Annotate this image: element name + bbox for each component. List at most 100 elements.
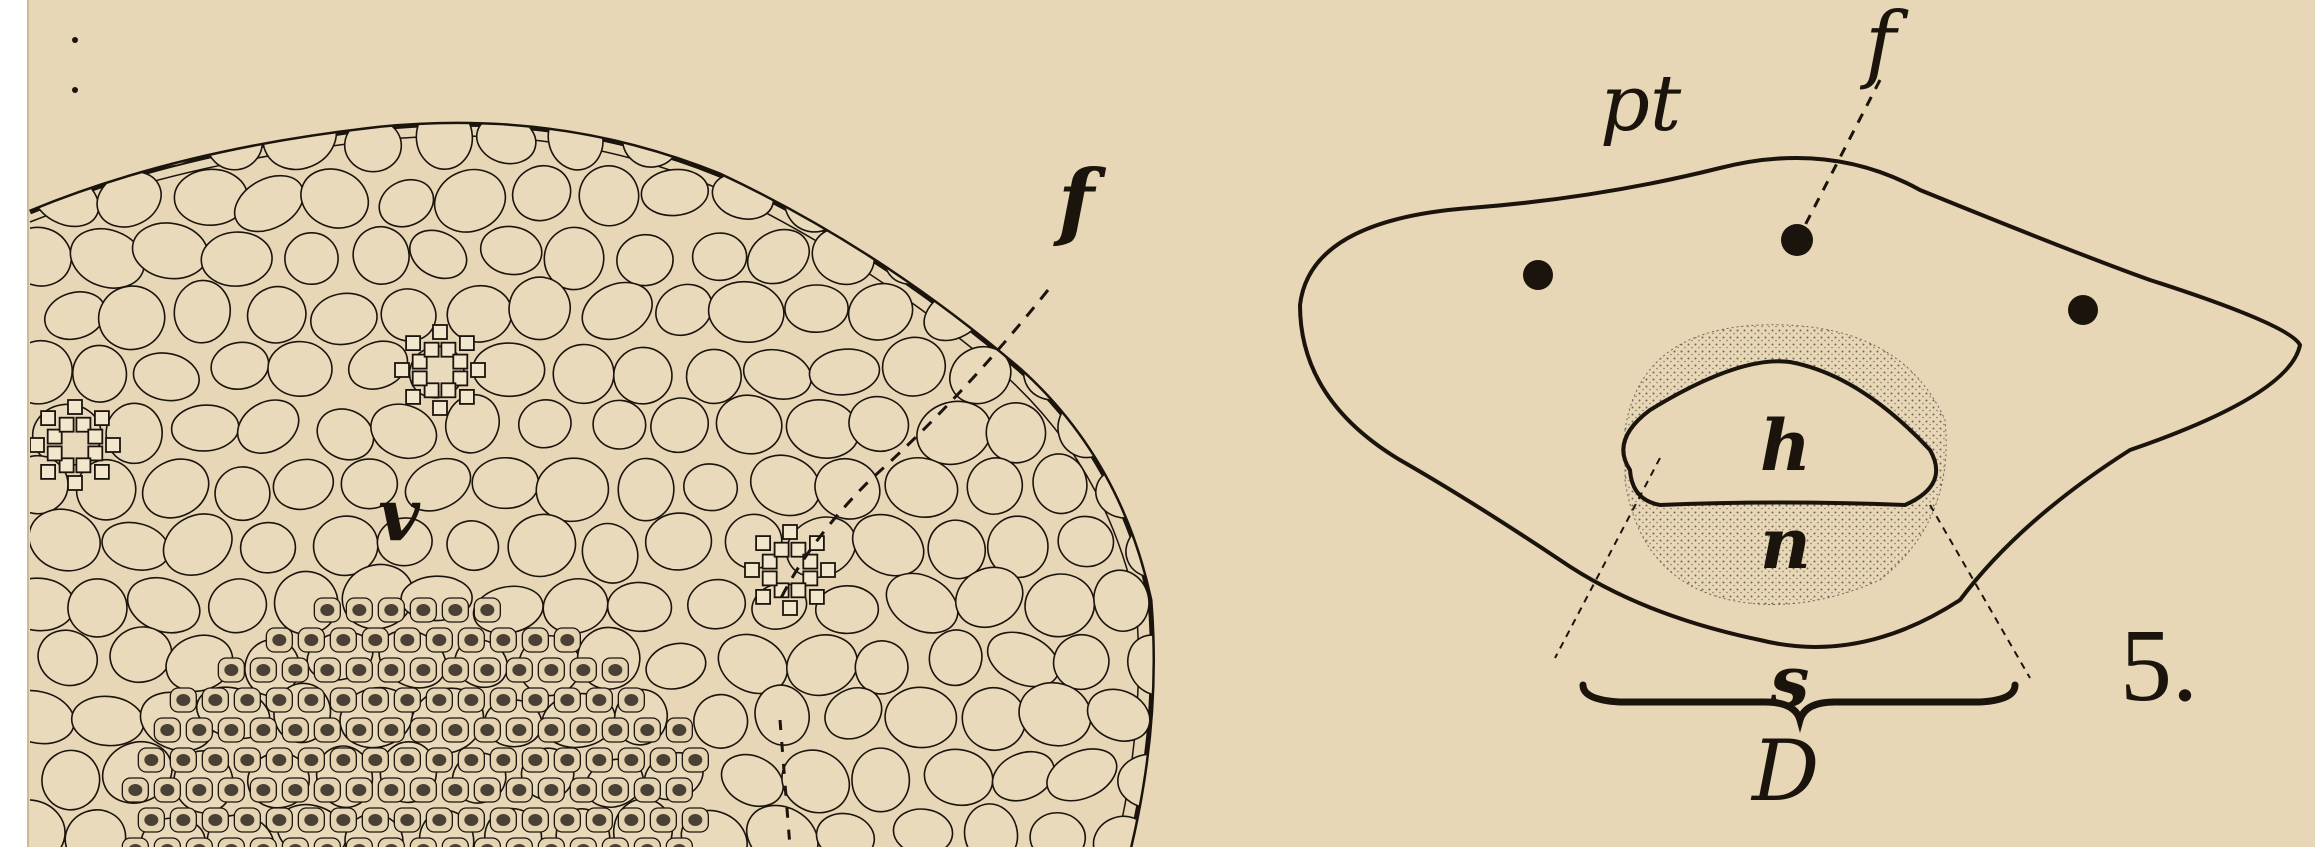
cell bbox=[891, 806, 955, 847]
nucleus bbox=[640, 724, 654, 736]
nucleus bbox=[416, 724, 430, 736]
nucleus bbox=[320, 724, 334, 736]
nucleus bbox=[672, 784, 686, 796]
cell bbox=[1111, 163, 1196, 242]
bundle-dot-left bbox=[1523, 260, 1553, 290]
cell bbox=[607, 581, 673, 633]
cell bbox=[944, 235, 1018, 282]
cell bbox=[1085, 101, 1157, 168]
nucleus bbox=[688, 814, 702, 826]
nucleus bbox=[608, 724, 622, 736]
cell bbox=[92, 279, 171, 356]
nucleus bbox=[304, 694, 318, 706]
nucleus bbox=[400, 634, 414, 646]
bundle-cell bbox=[41, 411, 55, 425]
cell bbox=[620, 108, 683, 170]
bundle-cell bbox=[775, 543, 789, 557]
cell bbox=[923, 624, 989, 692]
nucleus bbox=[592, 754, 606, 766]
nucleus bbox=[496, 754, 510, 766]
cell bbox=[878, 332, 951, 401]
cell bbox=[228, 389, 308, 463]
cell bbox=[201, 571, 274, 641]
nucleus bbox=[512, 724, 526, 736]
nucleus bbox=[480, 724, 494, 736]
bundle-cell bbox=[425, 343, 439, 357]
bundle-cell bbox=[88, 430, 102, 444]
cell bbox=[207, 338, 272, 394]
nucleus bbox=[432, 814, 446, 826]
nucleus bbox=[480, 784, 494, 796]
cell bbox=[742, 101, 812, 167]
cell bbox=[612, 345, 674, 405]
cell bbox=[129, 348, 203, 406]
nucleus bbox=[368, 694, 382, 706]
nucleus bbox=[624, 814, 638, 826]
nucleus bbox=[624, 754, 638, 766]
bundle-dot-right bbox=[2068, 295, 2098, 325]
nucleus bbox=[640, 784, 654, 796]
nucleus bbox=[672, 724, 686, 736]
cell bbox=[692, 233, 747, 281]
cell bbox=[705, 278, 787, 347]
nucleus bbox=[432, 754, 446, 766]
cell bbox=[982, 398, 1050, 467]
cell bbox=[213, 465, 271, 522]
nucleus bbox=[432, 634, 446, 646]
nucleus bbox=[336, 694, 350, 706]
nucleus bbox=[352, 724, 366, 736]
cell bbox=[778, 163, 851, 238]
nucleus bbox=[448, 664, 462, 676]
nucleus bbox=[448, 784, 462, 796]
bundle-cell bbox=[41, 465, 55, 479]
nucleus bbox=[464, 754, 478, 766]
bundle-cell bbox=[810, 590, 824, 604]
cell bbox=[812, 808, 878, 847]
cell bbox=[69, 693, 146, 749]
cell bbox=[200, 230, 274, 288]
cell bbox=[225, 164, 313, 242]
nucleus bbox=[384, 784, 398, 796]
nucleus bbox=[224, 724, 238, 736]
cell bbox=[807, 346, 882, 399]
bundle-cell bbox=[406, 390, 420, 404]
nucleus bbox=[416, 784, 430, 796]
cell bbox=[615, 232, 675, 288]
cell bbox=[959, 799, 1023, 847]
cell bbox=[1014, 328, 1101, 411]
bundle-cell bbox=[433, 401, 447, 415]
nucleus bbox=[384, 664, 398, 676]
bundle-cell bbox=[810, 536, 824, 550]
nucleus bbox=[208, 814, 222, 826]
nucleus bbox=[176, 814, 190, 826]
nucleus bbox=[256, 784, 270, 796]
nucleus bbox=[320, 784, 334, 796]
cell bbox=[371, 171, 441, 235]
cell bbox=[689, 116, 747, 167]
cell bbox=[552, 343, 615, 404]
bundle-cell bbox=[441, 383, 455, 397]
dashed-line-right-leg bbox=[1930, 505, 2030, 678]
nucleus bbox=[304, 754, 318, 766]
bundle-cell bbox=[763, 571, 777, 585]
cell bbox=[541, 101, 610, 176]
cell bbox=[63, 104, 141, 166]
margin-dot bbox=[72, 87, 78, 93]
bundle-cell bbox=[460, 336, 474, 350]
cell bbox=[1043, 269, 1125, 349]
nucleus bbox=[560, 814, 574, 826]
cell bbox=[1028, 811, 1087, 847]
bundle-cell bbox=[413, 371, 427, 385]
nucleus bbox=[688, 754, 702, 766]
nucleus bbox=[224, 664, 238, 676]
nucleus bbox=[176, 754, 190, 766]
nucleus bbox=[368, 634, 382, 646]
bundle-cell bbox=[756, 590, 770, 604]
bundle-cell bbox=[106, 438, 120, 452]
cell bbox=[23, 161, 108, 237]
nucleus bbox=[336, 634, 350, 646]
cell bbox=[170, 403, 240, 452]
cell bbox=[1027, 448, 1093, 518]
label-h: h bbox=[1760, 404, 1811, 487]
